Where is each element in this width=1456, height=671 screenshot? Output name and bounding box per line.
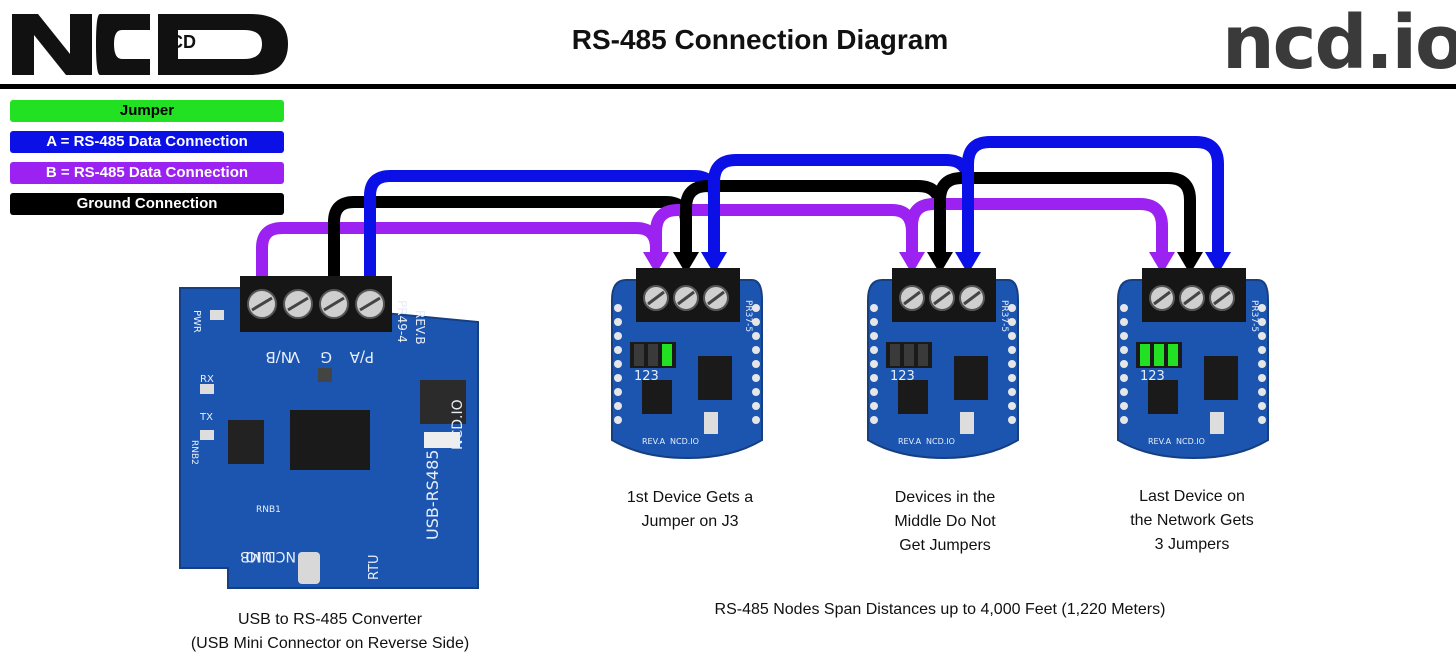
usb-chip [290, 410, 370, 470]
ground-wire [328, 196, 692, 276]
v-terminal-label: V [289, 348, 300, 366]
jumper-pin [634, 344, 644, 366]
header-pins [424, 432, 460, 448]
driver-chip [898, 380, 928, 414]
usb-rs485-converter-board: PWR RX TX RNB2 RNB1 N/B V G P/A PR49-4 R… [179, 276, 479, 589]
jumper-pin [918, 344, 928, 366]
jumper-installed [1168, 344, 1178, 366]
revision-label: REV.A [642, 437, 666, 446]
device-3-caption: Last Device on the Network Gets 3 Jumper… [1130, 488, 1254, 553]
brand-label: NCD.IO [450, 399, 466, 450]
wire-arrow [927, 252, 953, 274]
ground-wire [934, 172, 1196, 252]
brand-label: NCD.IO [670, 437, 699, 446]
transceiver-chip [698, 356, 732, 400]
driver-chip [642, 380, 672, 414]
converter-caption: USB to RS-485 Converter (USB Mini Connec… [190, 611, 470, 652]
wire-arrow [643, 252, 669, 274]
umb-label: UMB [240, 548, 272, 564]
revision-label: REV.B [413, 310, 427, 345]
jumper-installed [662, 344, 672, 366]
svg-text:CD: CD [170, 32, 196, 52]
wire-arrow [701, 252, 727, 274]
legend-item: Jumper [10, 100, 284, 122]
rtu-jumper-pad [298, 552, 320, 584]
jumper-installed [1154, 344, 1164, 366]
rnb2-label: RNB2 [189, 440, 199, 465]
revision-label: REV.A [898, 437, 922, 446]
b-wire [906, 198, 1168, 252]
rtu-label: RTU [367, 554, 382, 580]
rx-label: RX [200, 374, 214, 385]
pwr-label: PWR [191, 310, 202, 333]
device-2-caption: Devices in the Middle Do Not Get Jumpers [894, 489, 996, 554]
wire-arrow [1205, 252, 1231, 274]
wire-arrow [1177, 252, 1203, 274]
legend-item: A = RS-485 Data Connection [10, 131, 284, 153]
page-title: RS-485 Connection Diagram [571, 24, 949, 55]
rnb1-label: RNB1 [256, 505, 281, 515]
part-number-label: PR49-4 [395, 300, 409, 343]
ncdio-reversed-label: NCD.IO [245, 548, 296, 564]
driver-chip [1148, 380, 1178, 414]
legend-item: B = RS-485 Data Connection [10, 162, 284, 184]
transceiver-chip [954, 356, 988, 400]
eeprom-chip [228, 420, 264, 464]
brand-label: NCD.IO [1176, 437, 1205, 446]
wire-arrow [899, 252, 925, 274]
header-rule [0, 84, 1456, 89]
ncd-logo: CD [12, 14, 288, 75]
brand-label: NCD.IO [926, 437, 955, 446]
wire-layer [256, 136, 1231, 276]
pa-terminal-label: P/A [349, 348, 374, 366]
device-1-caption: 1st Device Gets a Jumper on J3 [626, 489, 754, 530]
tx-label: TX [199, 412, 213, 423]
site-logo: ncd.io [1222, 0, 1456, 86]
wire-arrow [955, 252, 981, 274]
a-wire [962, 136, 1224, 252]
regulator [420, 380, 466, 424]
part-number-label: PR37-5 [999, 300, 1009, 332]
jumper-number-label: 123 [634, 369, 659, 384]
revision-label: REV.A [1148, 437, 1172, 446]
jumper-pin [904, 344, 914, 366]
jumper-pin [648, 344, 658, 366]
nb-terminal-label: N/B [265, 348, 292, 366]
jumper-installed [1140, 344, 1150, 366]
b-wire [256, 222, 662, 276]
jumper-number-label: 123 [890, 369, 915, 384]
g-terminal-label: G [320, 348, 332, 366]
jumper-pin [890, 344, 900, 366]
jumper-number-label: 123 [1140, 369, 1165, 384]
legend-item: Ground Connection [10, 193, 284, 215]
wire-arrow [1149, 252, 1175, 274]
distance-note: RS-485 Nodes Span Distances up to 4,000 … [714, 601, 1166, 618]
ground-wire [680, 180, 946, 252]
wire-arrow [673, 252, 699, 274]
transceiver-chip [1204, 356, 1238, 400]
part-number-label: PR37-5 [743, 300, 753, 332]
part-number-label: PR37-5 [1249, 300, 1259, 332]
b-wire [650, 204, 918, 252]
product-label: USB-RS485 [423, 450, 442, 540]
